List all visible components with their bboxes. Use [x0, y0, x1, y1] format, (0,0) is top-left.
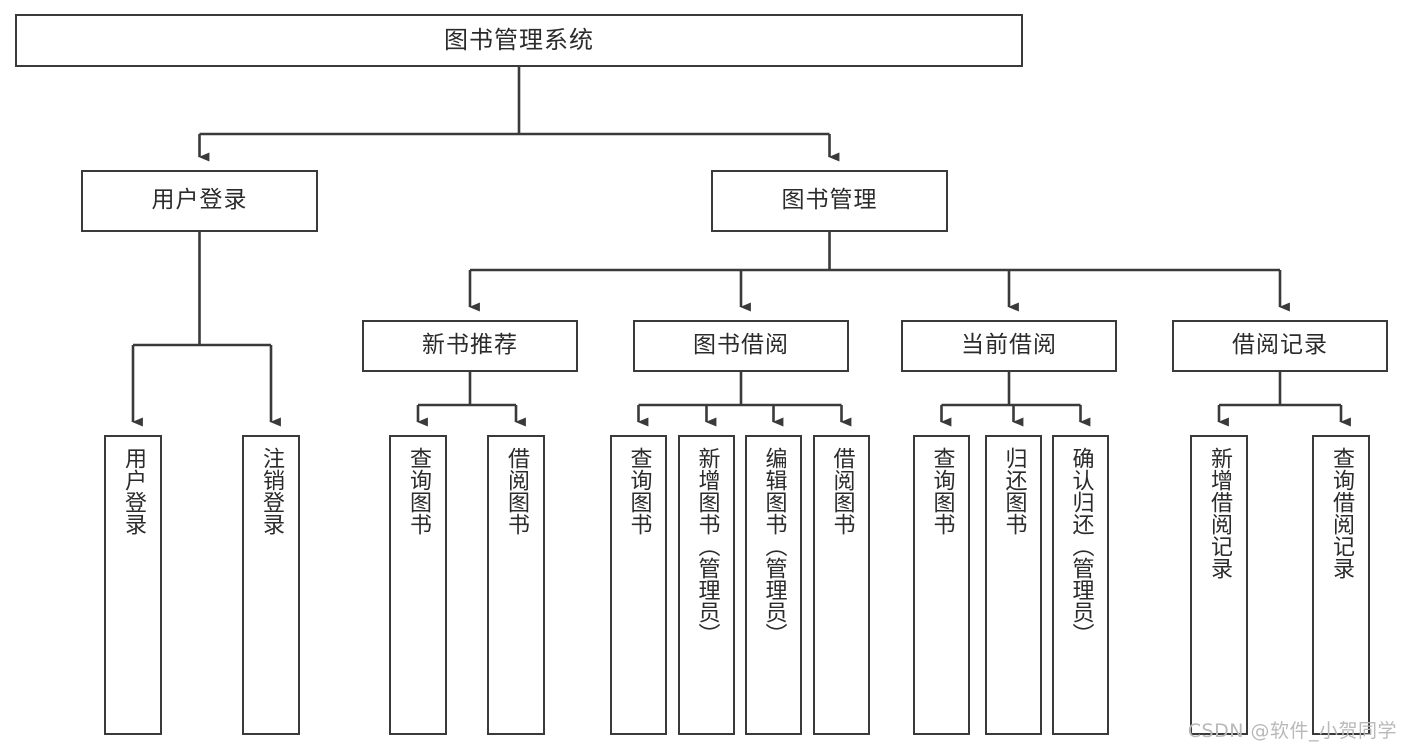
node-label: 图书借阅	[693, 332, 789, 359]
node-label: 查询图书	[626, 447, 652, 535]
node-label: 图书管理	[781, 187, 878, 214]
node-label: 查询借阅记录	[1328, 447, 1354, 579]
node-borrow-record[interactable]: 借阅记录	[1172, 320, 1388, 372]
node-leaf-return-book[interactable]: 归还图书	[985, 435, 1042, 735]
node-leaf-add-book[interactable]: 新增图书（管理员）	[678, 435, 735, 735]
node-leaf-query-book-cur[interactable]: 查询图书	[913, 435, 970, 735]
node-label: 归还图书	[1001, 447, 1027, 535]
node-label: 查询图书	[405, 447, 431, 535]
node-current-borrow[interactable]: 当前借阅	[901, 320, 1117, 372]
node-book-manage[interactable]: 图书管理	[711, 170, 948, 232]
node-leaf-query-borrow-record[interactable]: 查询借阅记录	[1312, 435, 1370, 735]
node-label: 查询图书	[929, 447, 955, 535]
node-label: 图书管理系统	[444, 26, 594, 55]
node-label: 注销登录	[258, 447, 284, 535]
node-label: 确认归还（管理员）	[1068, 447, 1094, 645]
node-leaf-edit-book[interactable]: 编辑图书（管理员）	[745, 435, 802, 735]
node-leaf-borrow-book[interactable]: 借阅图书	[813, 435, 870, 735]
node-label: 当前借阅	[961, 332, 1057, 359]
node-label: 借阅图书	[829, 447, 855, 535]
node-label: 新增图书（管理员）	[694, 447, 720, 645]
node-label: 编辑图书（管理员）	[761, 447, 787, 645]
node-leaf-user-logout[interactable]: 注销登录	[242, 435, 300, 735]
node-root[interactable]: 图书管理系统	[15, 14, 1023, 67]
node-new-book-recommend[interactable]: 新书推荐	[362, 320, 578, 372]
node-label: 新书推荐	[422, 332, 518, 359]
node-label: 借阅图书	[503, 447, 529, 535]
node-label: 借阅记录	[1232, 332, 1328, 359]
node-leaf-query-book-rec[interactable]: 查询图书	[389, 435, 447, 735]
node-label: 用户登录	[151, 187, 248, 214]
node-leaf-borrow-book-rec[interactable]: 借阅图书	[487, 435, 545, 735]
node-leaf-confirm-return[interactable]: 确认归还（管理员）	[1052, 435, 1109, 735]
node-leaf-user-login[interactable]: 用户登录	[104, 435, 162, 735]
node-label: 新增借阅记录	[1206, 447, 1232, 579]
node-label: 用户登录	[120, 447, 146, 535]
node-book-borrow[interactable]: 图书借阅	[633, 320, 849, 372]
node-leaf-query-book-borrow[interactable]: 查询图书	[610, 435, 667, 735]
node-leaf-add-borrow-record[interactable]: 新增借阅记录	[1190, 435, 1248, 735]
node-user-login[interactable]: 用户登录	[81, 170, 318, 232]
